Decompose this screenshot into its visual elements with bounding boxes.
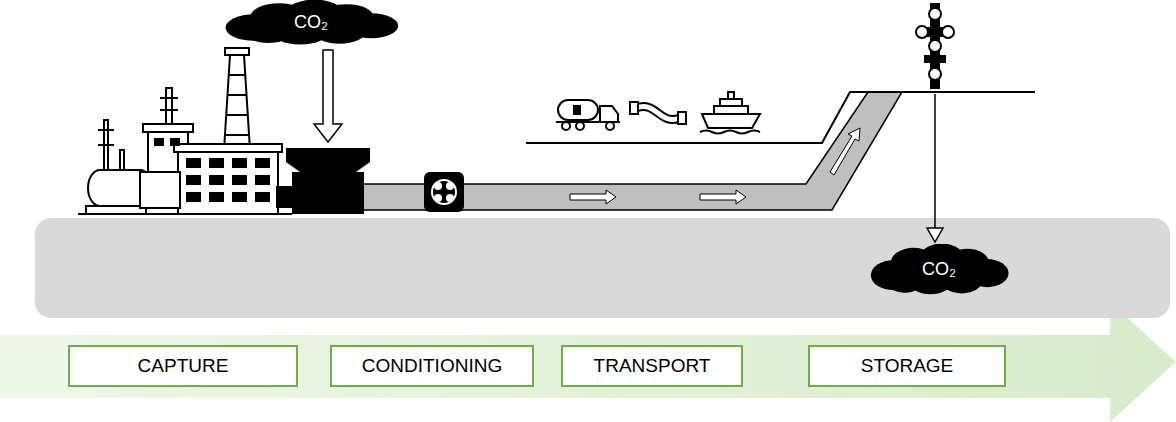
pipeline (350, 92, 902, 210)
factory-windows (154, 138, 270, 202)
stage-box: CAPTURE (68, 345, 298, 387)
window (186, 175, 201, 185)
stage-label: TRANSPORT (594, 356, 711, 377)
ground-surface (526, 92, 1035, 143)
window (232, 192, 247, 202)
stage-box: TRANSPORT (561, 345, 743, 387)
cloud-label: CO₂ (922, 260, 956, 280)
factory (78, 48, 292, 214)
pipe-icon (630, 102, 686, 124)
injection-arrow (927, 94, 943, 242)
cloud-label: CO₂ (294, 13, 328, 33)
window (232, 158, 247, 168)
window (170, 138, 180, 146)
stage-label: STORAGE (861, 356, 954, 377)
window (255, 158, 270, 168)
co2-cloud: CO₂ (222, 0, 400, 46)
window (209, 158, 224, 168)
conditioning-hopper (286, 148, 370, 214)
process-arrow (0, 302, 1176, 422)
stage-label: CAPTURE (138, 356, 229, 377)
capture-arrow (314, 50, 342, 142)
window (255, 175, 270, 185)
window (255, 192, 270, 202)
truck-icon (556, 100, 620, 130)
stage-label: CONDITIONING (362, 356, 502, 377)
ship-icon (700, 92, 760, 134)
window (209, 192, 224, 202)
wellhead-symbol (916, 4, 954, 88)
underground-band (35, 218, 1170, 318)
stage-box: CONDITIONING (330, 345, 534, 387)
window (232, 175, 247, 185)
flow-arrows (570, 128, 860, 204)
stage-box: STORAGE (808, 345, 1006, 387)
compressor-symbol (424, 172, 464, 212)
window (209, 175, 224, 185)
co2-cloud: CO₂ (868, 244, 1010, 296)
window (186, 158, 201, 168)
window (186, 192, 201, 202)
window (154, 138, 164, 146)
